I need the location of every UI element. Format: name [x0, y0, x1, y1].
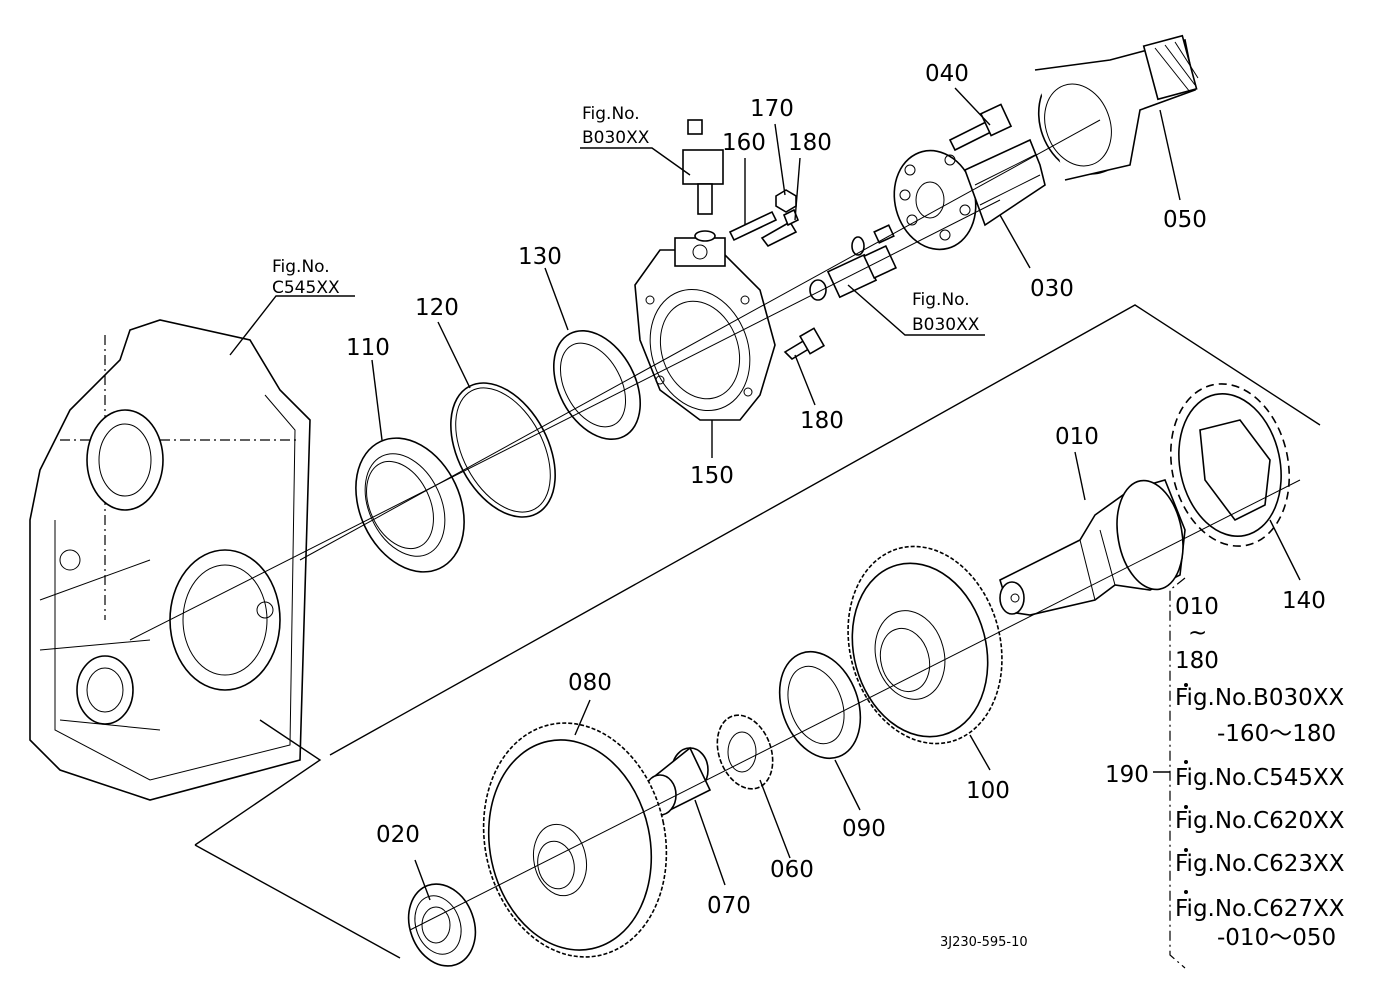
- kit-range-end: 180: [1175, 648, 1219, 674]
- gear-060: [716, 714, 774, 790]
- kit-item-2: Fig.No.C545XX: [1175, 765, 1345, 791]
- flange-shaft-030: [893, 138, 1046, 251]
- kit-item-5: Fig.No.C627XX: [1175, 896, 1345, 922]
- callout-020: 020: [376, 822, 420, 848]
- callout-160: 160: [722, 130, 766, 156]
- callout-100: 100: [966, 778, 1010, 804]
- callout-180-top: 180: [788, 130, 832, 156]
- sensor-ring-140: [1169, 383, 1291, 547]
- callout-130: 130: [518, 244, 562, 270]
- callout-070: 070: [707, 893, 751, 919]
- callout-010: 010: [1055, 424, 1099, 450]
- kit-item-1: Fig.No.B030XX: [1175, 685, 1344, 711]
- kit-item-5-sub: -010～050: [1217, 925, 1336, 951]
- callout-180-bottom: 180: [800, 408, 844, 434]
- callout-150: 150: [690, 463, 734, 489]
- leader-lines: [229, 87, 1301, 901]
- ref-c545-line2: C545XX: [272, 278, 340, 298]
- grouping-outline: [194, 304, 1321, 959]
- ref-c545-line1: Fig.No.: [272, 257, 330, 277]
- bolts-160-180: [728, 189, 826, 361]
- kit-bracket: [1169, 577, 1186, 969]
- seal-130: [552, 329, 642, 441]
- bolt-040: [948, 103, 1013, 152]
- callout-120: 120: [415, 295, 459, 321]
- callout-030: 030: [1030, 276, 1074, 302]
- axis-lines: [129, 119, 1301, 931]
- callout-090: 090: [842, 816, 886, 842]
- callout-170: 170: [750, 96, 794, 122]
- drawing-code: 3J230-595-10: [940, 935, 1028, 950]
- callout-110: 110: [346, 335, 390, 361]
- kit-item-4: Fig.No.C623XX: [1175, 851, 1345, 877]
- output-shaft-050: [1034, 34, 1199, 181]
- kit-item-3: Fig.No.C620XX: [1175, 808, 1345, 834]
- kit-bullets: [1184, 683, 1188, 894]
- kit-range-start: 010: [1175, 594, 1219, 620]
- bearing-090: [778, 650, 862, 760]
- ref-b030-top-line1: Fig.No.: [582, 104, 640, 124]
- ref-b030-right-line2: B030XX: [912, 315, 980, 335]
- bearing-020: [407, 883, 477, 967]
- ref-b030-right-line1: Fig.No.: [912, 290, 970, 310]
- kit-item-1-sub: -160～180: [1217, 721, 1336, 747]
- bearing-housing-150: [634, 237, 776, 421]
- shaft-010: [999, 479, 1186, 616]
- gear-080: [482, 722, 668, 958]
- callout-050: 050: [1163, 207, 1207, 233]
- callout-040: 040: [925, 61, 969, 87]
- sensor-right: [809, 224, 898, 301]
- callout-140: 140: [1282, 588, 1326, 614]
- ref-b030-top-line2: B030XX: [582, 128, 650, 148]
- gearcase-housing: [29, 319, 311, 801]
- gear-100: [847, 545, 1003, 745]
- callout-190: 190: [1105, 762, 1149, 788]
- callout-080: 080: [568, 670, 612, 696]
- sensor-top: [682, 119, 724, 242]
- kit-range-tilde: ~: [1188, 620, 1207, 646]
- callout-060: 060: [770, 857, 814, 883]
